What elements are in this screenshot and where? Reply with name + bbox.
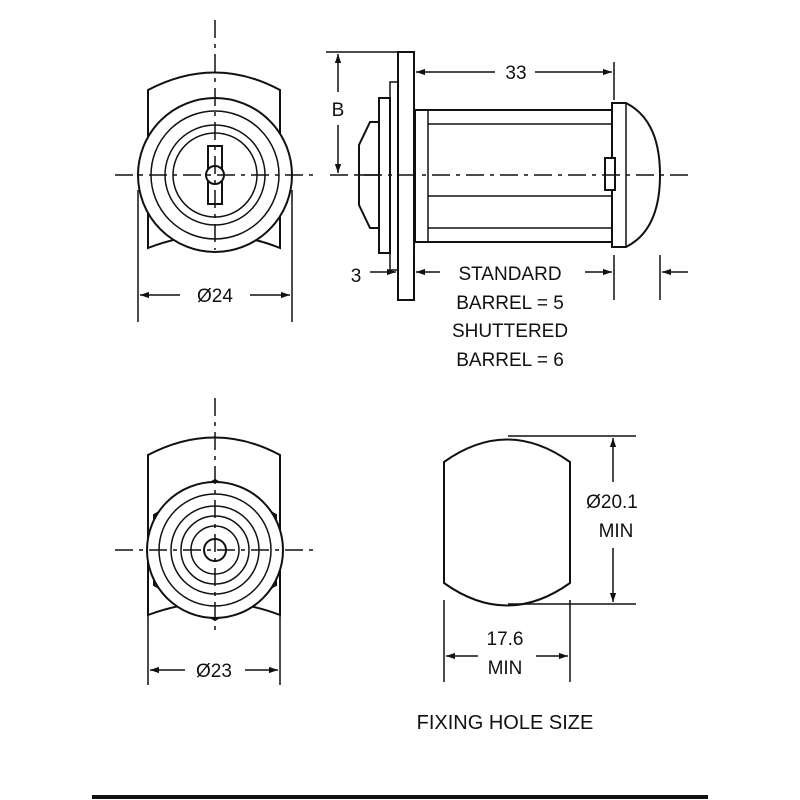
cam-slot xyxy=(604,157,616,191)
hole-width-min-label: MIN xyxy=(488,658,523,679)
dim3-label: 3 xyxy=(351,266,362,287)
dim33-label: 33 xyxy=(505,63,526,84)
fixing-hole-view: Ø20.1 MIN 17.6 MIN FIXING HOLE SIZE xyxy=(417,435,646,734)
flange xyxy=(397,51,415,301)
hole-height-min-label: MIN xyxy=(599,521,634,542)
hole-height-label-bg xyxy=(580,484,646,544)
back-view: Ø23 xyxy=(115,398,315,685)
fixing-hole-outline xyxy=(443,438,571,607)
hole-width-label: 17.6 xyxy=(487,629,524,650)
hole-height-label: Ø20.1 xyxy=(586,492,638,513)
note-shuttered: SHUTTERED xyxy=(452,321,568,342)
front-view: Ø24 xyxy=(115,20,315,322)
dia24-label: Ø24 xyxy=(197,286,233,307)
side-view: 33 B 3 STANDARD BARREL = 5 SHUTTERED BAR… xyxy=(326,51,690,371)
note-standard: STANDARD xyxy=(458,264,561,285)
dia23-label: Ø23 xyxy=(196,661,232,682)
note-shuttered-barrel: BARREL = 6 xyxy=(456,350,564,371)
barrel-body xyxy=(414,109,616,243)
flange-inner xyxy=(389,81,399,271)
dimB-label: B xyxy=(332,100,345,121)
fixing-hole-caption: FIXING HOLE SIZE xyxy=(417,712,594,734)
note-standard-barrel: BARREL = 5 xyxy=(456,293,564,314)
